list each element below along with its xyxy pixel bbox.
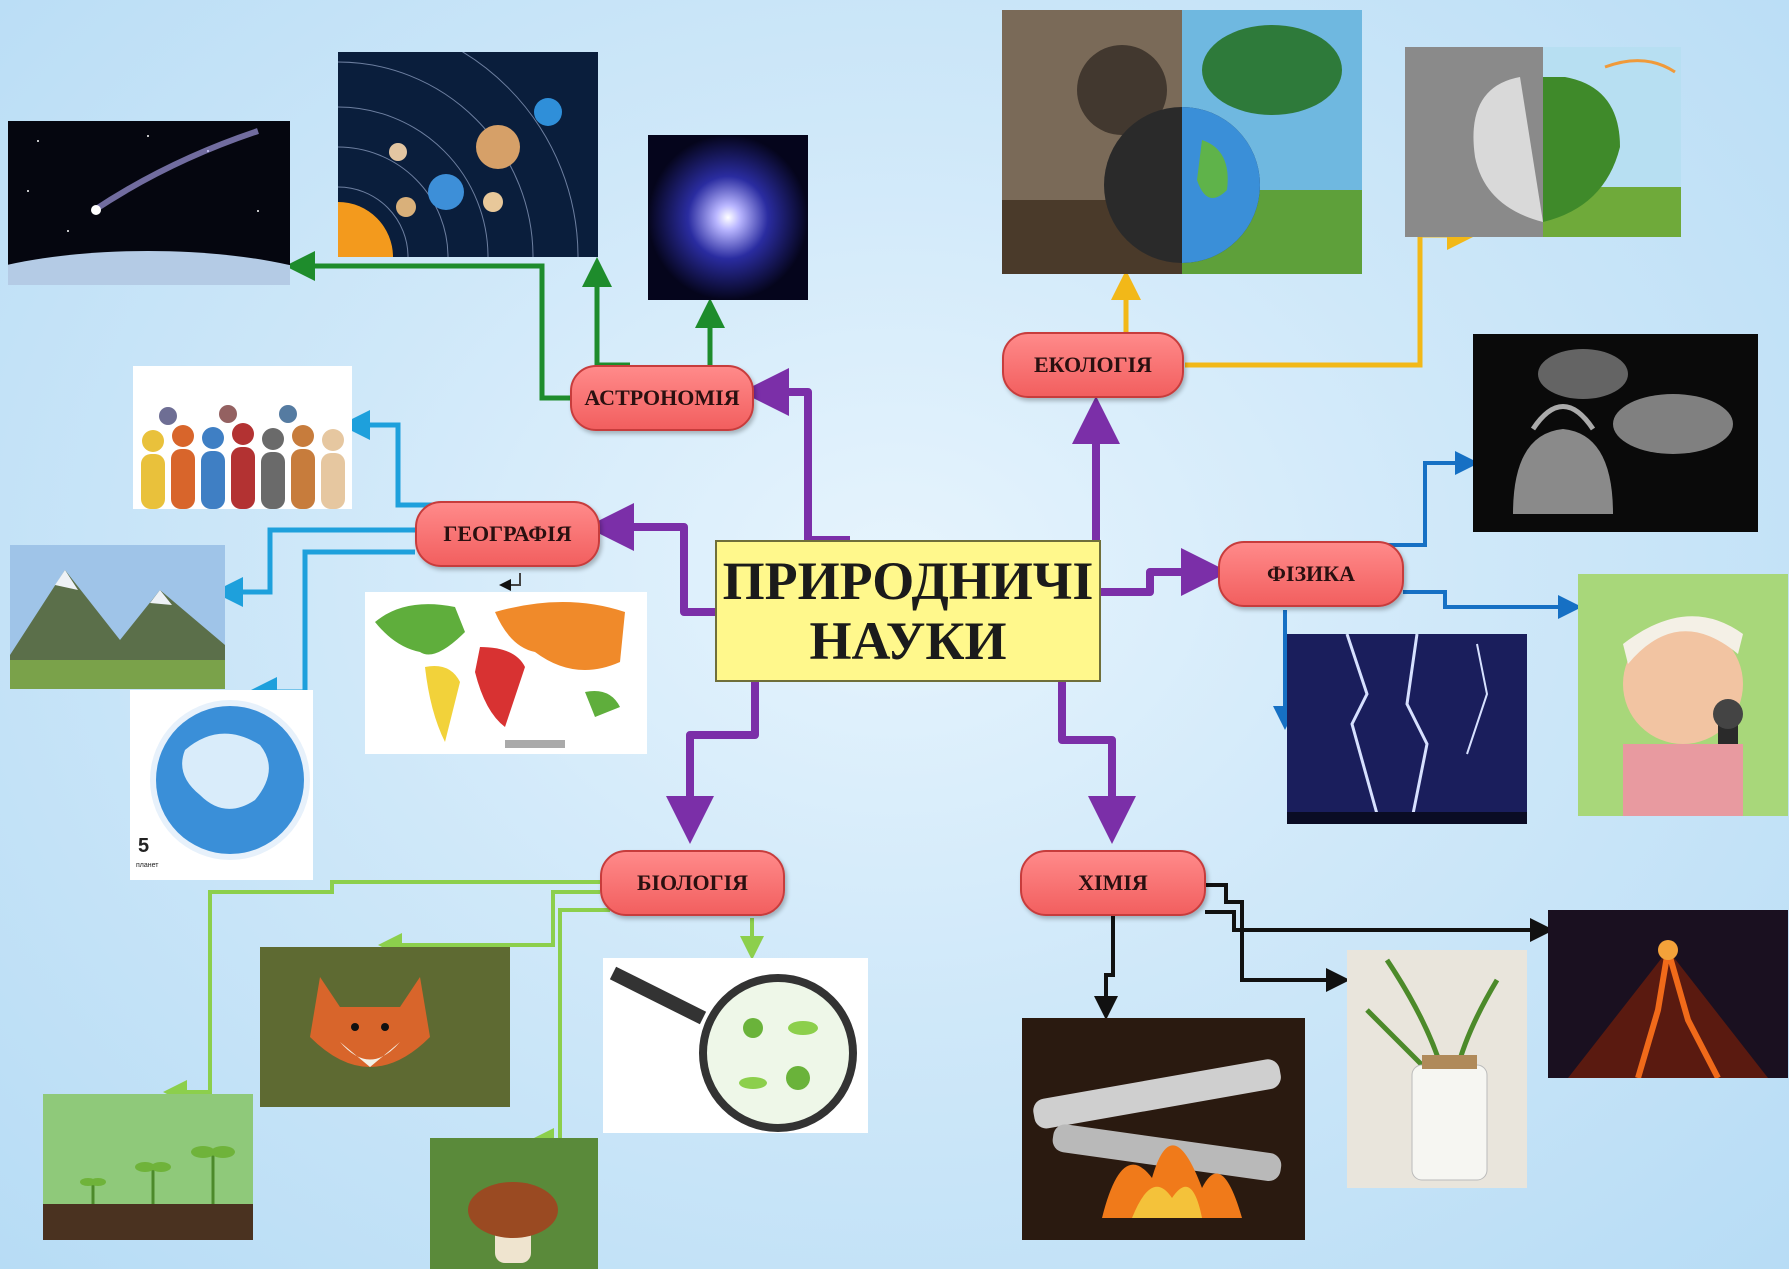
kettle-steam-image	[1473, 334, 1758, 532]
volcano-image	[1548, 910, 1788, 1078]
node-biology-label: БІОЛОГІЯ	[636, 870, 749, 895]
campfire-image	[1022, 1018, 1305, 1240]
geo-badge-number: 5	[138, 835, 149, 857]
world-map-image	[365, 592, 647, 754]
node-chemistry[interactable]: ХІМІЯ	[1020, 850, 1206, 916]
node-ecology[interactable]: ЕКОЛОГІЯ	[1002, 332, 1184, 398]
solar-system-image	[338, 52, 598, 257]
crowd-image	[133, 366, 352, 509]
central-topic: ПРИРОДНИЧІ НАУКИ	[715, 540, 1101, 682]
central-title-line2: НАУКИ	[809, 611, 1007, 671]
geo-badge-word: планет	[136, 862, 159, 869]
head-trees-image	[1405, 47, 1681, 237]
fox-image	[260, 947, 510, 1107]
node-biology[interactable]: БІОЛОГІЯ	[600, 850, 785, 916]
star-image	[648, 135, 808, 300]
antarctica-image: 5 планет	[130, 690, 313, 880]
earth-pollution-image	[1002, 10, 1362, 274]
mushroom-image	[430, 1138, 598, 1269]
lightning-image	[1287, 634, 1527, 824]
node-physics[interactable]: ФІЗИКА	[1218, 541, 1404, 607]
girl-singing-image	[1578, 574, 1788, 816]
node-ecology-label: ЕКОЛОГІЯ	[1033, 352, 1153, 377]
node-astronomy-label: АСТРОНОМІЯ	[584, 385, 740, 410]
central-title-line1: ПРИРОДНИЧІ	[722, 551, 1094, 611]
node-astronomy[interactable]: АСТРОНОМІЯ	[570, 365, 754, 431]
node-geography[interactable]: ГЕОГРАФІЯ	[415, 501, 600, 567]
node-chemistry-label: ХІМІЯ	[1078, 870, 1148, 895]
microbes-magnifier-image	[603, 958, 868, 1133]
mountains-image	[10, 545, 225, 689]
node-geography-label: ГЕОГРАФІЯ	[443, 521, 572, 546]
comet-image	[8, 121, 290, 285]
jar-plant-image	[1347, 950, 1527, 1188]
node-physics-label: ФІЗИКА	[1266, 561, 1356, 586]
sprouts-image	[43, 1094, 253, 1240]
